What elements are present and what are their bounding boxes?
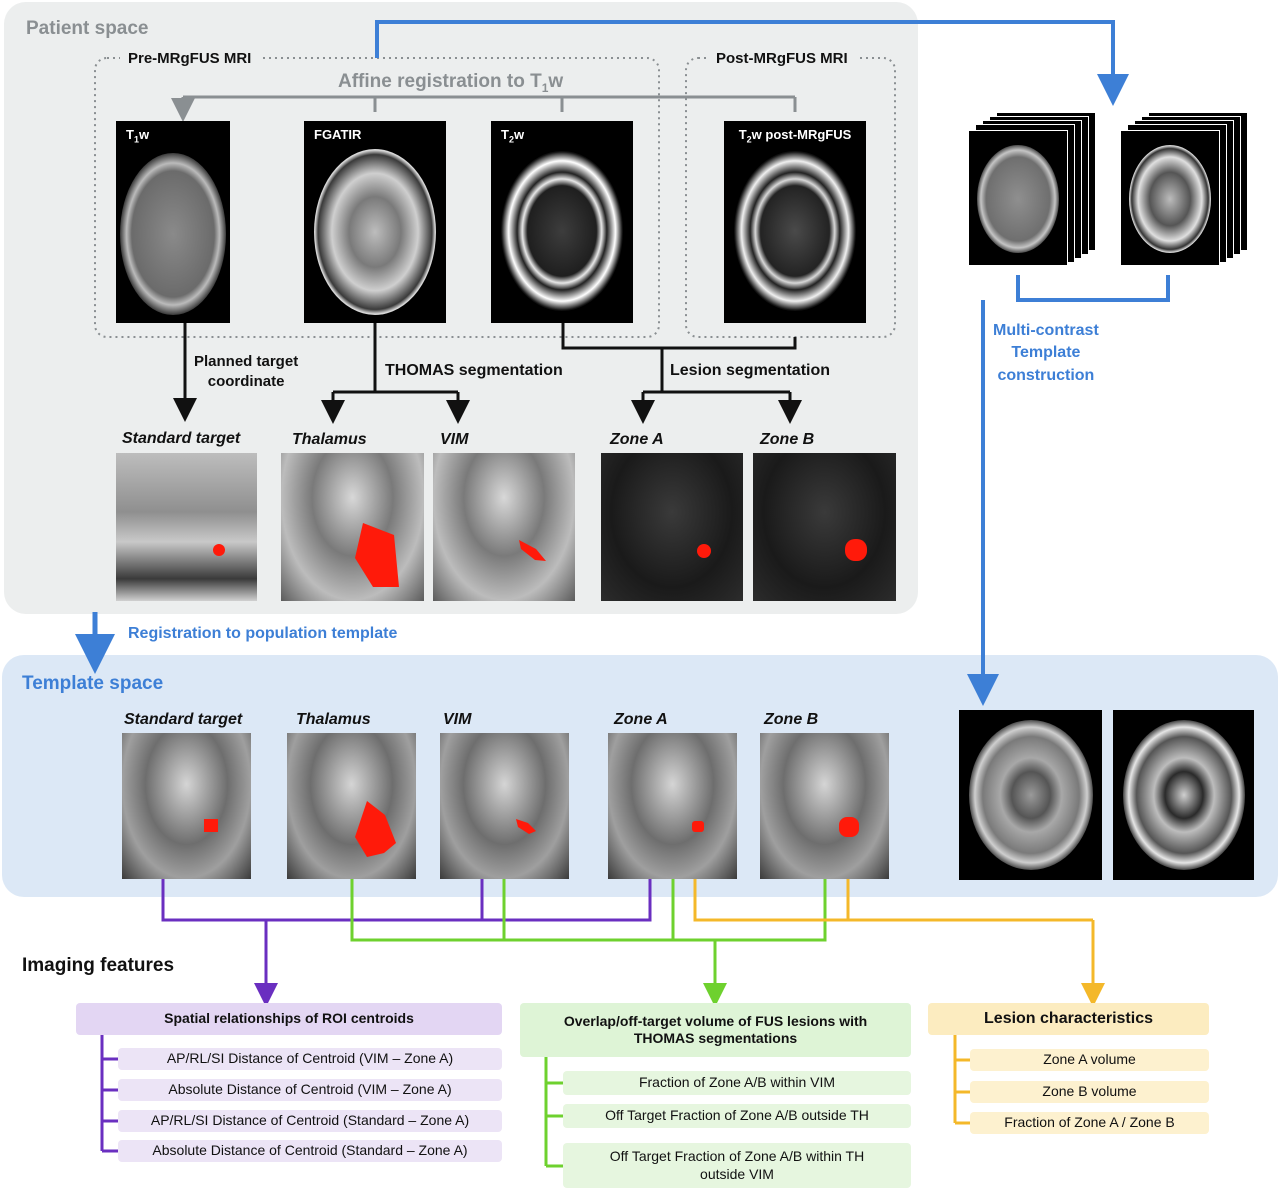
lesion-item-3: Fraction of Zone A / Zone B bbox=[970, 1112, 1209, 1134]
t2w-post-label: T2w post-MRgFUS bbox=[738, 127, 852, 145]
template-stack-t1 bbox=[968, 112, 1096, 266]
patient-roi-label-standard: Standard target bbox=[122, 430, 241, 447]
lesion-characteristics-header: Lesion characteristics bbox=[928, 1003, 1209, 1035]
template-thalamus-crop bbox=[287, 733, 416, 879]
post-mrgfus-label: Post-MRgFUS MRI bbox=[708, 50, 856, 67]
patient-vim-crop bbox=[433, 453, 575, 601]
lesion-segmentation-label: Lesion segmentation bbox=[670, 362, 831, 379]
lesion-item-1: Zone A volume bbox=[970, 1049, 1209, 1071]
patient-roi-label-thalamus: Thalamus bbox=[292, 431, 367, 448]
template-zone-a-crop bbox=[608, 733, 737, 879]
template-zone-b-marker bbox=[839, 817, 859, 837]
template-stack-t2 bbox=[1120, 112, 1248, 266]
t1w-scan: T1w bbox=[116, 121, 230, 323]
overlap-item-2: Off Target Fraction of Zone A/B outside … bbox=[563, 1104, 911, 1128]
thomas-segmentation-label: THOMAS segmentation bbox=[385, 362, 563, 379]
template-roi-label-thalamus: Thalamus bbox=[296, 711, 371, 728]
registration-label: Registration to population template bbox=[128, 625, 398, 642]
zone-b-marker bbox=[845, 539, 867, 561]
t2w-scan: T2w bbox=[491, 121, 633, 323]
template-roi-label-zone-b: Zone B bbox=[764, 711, 819, 728]
affine-registration-label: Affine registration to T1w bbox=[330, 71, 572, 95]
template-roi-label-zone-a: Zone A bbox=[614, 711, 668, 728]
template-space-title: Template space bbox=[22, 673, 164, 694]
overlap-item-3: Off Target Fraction of Zone A/B within T… bbox=[563, 1143, 911, 1188]
population-template-t1 bbox=[959, 710, 1102, 880]
patient-space-title: Patient space bbox=[26, 18, 149, 39]
patient-roi-label-vim: VIM bbox=[440, 431, 469, 448]
multi-contrast-label: Multi-contrast Template construction bbox=[993, 322, 1099, 384]
zone-a-marker bbox=[697, 544, 711, 558]
planned-target-label: Planned target coordinate bbox=[194, 353, 299, 391]
overlap-header: Overlap/off-target volume of FUS lesions… bbox=[520, 1003, 911, 1057]
t2w-post-mrgfus-scan: T2w post-MRgFUS bbox=[724, 121, 866, 323]
imaging-features-title: Imaging features bbox=[22, 955, 175, 976]
fgatir-label: FGATIR bbox=[314, 127, 362, 142]
patient-standard-target-crop bbox=[116, 453, 257, 601]
template-zone-b-crop bbox=[760, 733, 889, 879]
fgatir-scan: FGATIR bbox=[304, 121, 446, 323]
patient-zone-a-crop bbox=[601, 453, 743, 601]
standard-target-marker bbox=[213, 544, 225, 556]
population-template-t2 bbox=[1113, 710, 1254, 880]
spatial-item-2: Absolute Distance of Centroid (VIM – Zon… bbox=[118, 1079, 502, 1101]
template-standard-target-crop bbox=[122, 733, 251, 879]
post-mri-group bbox=[685, 57, 896, 338]
patient-roi-label-zone-a: Zone A bbox=[610, 431, 664, 448]
template-vim-crop bbox=[440, 733, 569, 879]
spatial-item-1: AP/RL/SI Distance of Centroid (VIM – Zon… bbox=[118, 1048, 502, 1070]
patient-thalamus-crop bbox=[281, 453, 424, 601]
spatial-item-4: Absolute Distance of Centroid (Standard … bbox=[118, 1140, 502, 1162]
t2w-label: T2w bbox=[501, 127, 525, 145]
template-roi-label-standard: Standard target bbox=[124, 711, 243, 728]
template-standard-marker bbox=[204, 819, 218, 832]
template-zone-a-marker bbox=[692, 821, 704, 832]
t1w-label: T1w bbox=[126, 127, 150, 145]
lesion-item-2: Zone B volume bbox=[970, 1081, 1209, 1103]
overlap-item-1: Fraction of Zone A/B within VIM bbox=[563, 1071, 911, 1095]
template-roi-label-vim: VIM bbox=[443, 711, 472, 728]
pre-mrgfus-label: Pre-MRgFUS MRI bbox=[120, 50, 260, 67]
spatial-relationships-header: Spatial relationships of ROI centroids bbox=[76, 1003, 502, 1035]
patient-roi-label-zone-b: Zone B bbox=[760, 431, 815, 448]
spatial-item-3: AP/RL/SI Distance of Centroid (Standard … bbox=[118, 1110, 502, 1132]
patient-zone-b-crop bbox=[753, 453, 896, 601]
